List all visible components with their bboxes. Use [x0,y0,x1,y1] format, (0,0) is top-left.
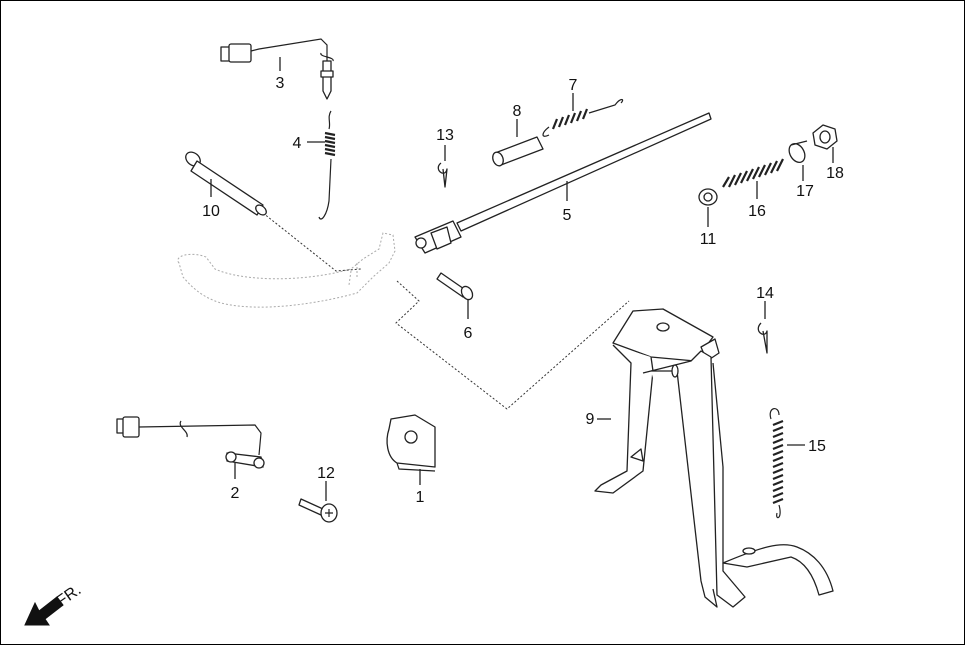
part-13-cotter-pin [437,145,448,188]
part-5-brake-rod [414,112,712,254]
part-2-sensor-switch [116,416,265,479]
part-16-spring [722,158,784,199]
callout-6: 6 [464,325,473,342]
part-18-nut [812,124,838,163]
callout-16: 16 [748,203,766,220]
callout-7: 7 [569,77,578,94]
part-1-bracket [386,414,436,485]
part-15-long-spring [769,408,805,519]
brake-pedal-ghost [177,232,396,308]
part-7-return-spring [542,93,624,137]
part-4-small-spring [307,110,336,220]
callout-2: 2 [231,485,240,502]
callout-12: 12 [317,465,335,482]
callout-13: 13 [436,127,454,144]
part-12-screw [298,481,338,523]
part-9-main-stand [594,308,834,608]
part-17-collar [788,140,808,181]
part-3-stand-switch [220,38,334,100]
callout-3: 3 [276,75,285,92]
callout-15: 15 [808,438,826,455]
callout-17: 17 [796,183,814,200]
part-10-pivot-bolt [185,151,267,216]
callout-14: 14 [756,285,774,302]
callout-9: 9 [586,411,595,428]
callout-18: 18 [826,165,844,182]
callout-1: 1 [416,489,425,506]
front-arrow-icon [24,596,64,626]
callout-10: 10 [202,203,220,220]
part-11-washer [698,188,718,227]
callout-5: 5 [563,207,572,224]
callout-8: 8 [513,103,522,120]
part-14-cotter-pin [757,301,768,354]
callout-4: 4 [293,135,302,152]
callout-11: 11 [700,231,717,248]
part-8-collar [492,119,544,167]
part-6-clevis-pin [436,272,474,319]
